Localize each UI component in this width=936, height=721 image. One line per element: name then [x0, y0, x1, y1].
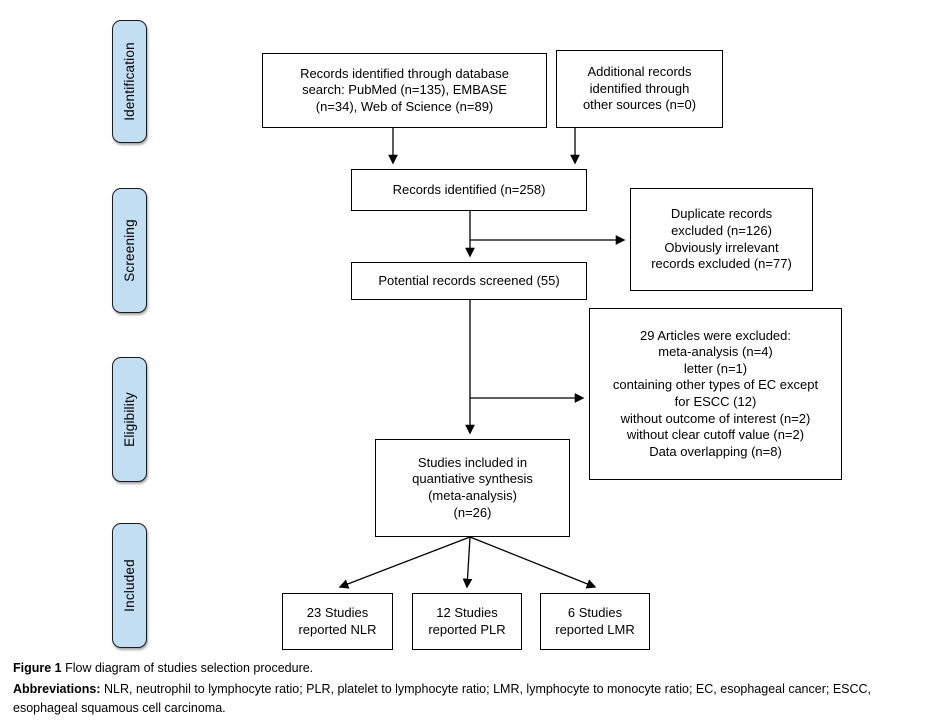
box-database-search: Records identified through database sear…	[262, 53, 547, 128]
arrow-synthesis-to-lmr	[469, 536, 597, 589]
box-duplicates-excluded: Duplicate records excluded (n=126) Obvio…	[630, 188, 813, 291]
caption-abbrev-text: NLR, neutrophil to lymphocyte ratio; PLR…	[13, 681, 872, 715]
caption-figure-text: Flow diagram of studies selection proced…	[65, 661, 314, 675]
box-text-line: reported LMR	[555, 621, 635, 637]
box-text-line: (meta-analysis)	[428, 488, 517, 503]
box-text-line: Records identified through database	[300, 65, 509, 81]
caption-abbreviations-line: Abbreviations: NLR, neutrophil to lympho…	[13, 680, 925, 718]
box-text-line: other sources (n=0)	[582, 97, 697, 113]
stage-eligibility: Eligibility	[112, 357, 147, 482]
box-text-line: containing other types of EC except	[612, 377, 819, 393]
caption-figure-label: Figure 1	[13, 661, 62, 675]
box-text-line: identified through	[589, 80, 690, 96]
stage-included-label: Included	[122, 559, 138, 612]
box-text-line: Additional records	[587, 64, 692, 80]
box-text-line: without clear cutoff value (n=2)	[626, 427, 805, 443]
box-records-identified: Records identified (n=258)	[351, 169, 587, 211]
box-text-line: Data overlapping (n=8)	[649, 443, 782, 459]
box-text-line: letter (n=1)	[683, 360, 748, 376]
box-text-line: 23 Studies	[306, 604, 369, 620]
caption-title-line: Figure 1 Flow diagram of studies selecti…	[13, 659, 925, 678]
box-text-line: 29 Articles were excluded:	[639, 327, 792, 343]
box-text-line: without outcome of interest (n=2)	[620, 410, 811, 426]
box-nlr-studies: 23 Studies reported NLR	[282, 593, 393, 650]
caption-abbrev-label: Abbreviations:	[13, 681, 101, 696]
box-articles-excluded: 29 Articles were excluded: meta-analysis…	[589, 308, 842, 480]
box-text-line: (n=34), Web of Science (n=89)	[315, 98, 494, 114]
box-text-line: (n=26)	[453, 504, 492, 520]
box-text-line: excluded (n=126)	[671, 222, 772, 238]
box-text-line: Potential records screened (55)	[378, 272, 560, 288]
box-records-screened: Potential records screened (55)	[351, 262, 587, 300]
box-text-line: meta-analysis (n=4)	[658, 344, 773, 360]
stage-eligibility-label: Eligibility	[122, 392, 137, 447]
box-text-line: for ESCC (12)	[674, 394, 757, 409]
box-other-sources: Additional records identified through ot…	[556, 50, 723, 128]
box-text-line: 6 Studies	[567, 604, 623, 620]
stage-identification: Identification	[112, 20, 147, 143]
box-text-line: Records identified (n=258)	[392, 181, 546, 197]
box-text-line: quantiative synthesis	[412, 471, 533, 487]
box-lmr-studies: 6 Studies reported LMR	[540, 593, 650, 650]
box-text-line: 12 Studies	[436, 604, 498, 620]
box-text-line: Studies included in	[417, 454, 528, 470]
arrow-synthesis-to-plr	[462, 536, 473, 589]
box-text-line: search: PubMed (n=135), EMBASE	[302, 82, 507, 98]
stage-screening-label: Screening	[122, 219, 137, 282]
box-studies-included: Studies included in quantiative synthesi…	[375, 439, 570, 537]
stage-screening: Screening	[112, 188, 147, 313]
box-text-line: Duplicate records	[670, 206, 773, 222]
stage-included: Included	[112, 523, 147, 648]
arrow-synthesis-to-nlr	[338, 536, 471, 589]
box-text-line: Obviously irrelevant	[664, 239, 779, 255]
box-text-line: records excluded (n=77)	[651, 256, 792, 272]
figure-caption: Figure 1 Flow diagram of studies selecti…	[13, 659, 925, 719]
box-text-line: reported PLR	[428, 621, 506, 637]
box-plr-studies: 12 Studies reported PLR	[412, 593, 522, 650]
stage-identification-label: Identification	[122, 42, 138, 121]
box-text-line: reported NLR	[298, 621, 377, 637]
